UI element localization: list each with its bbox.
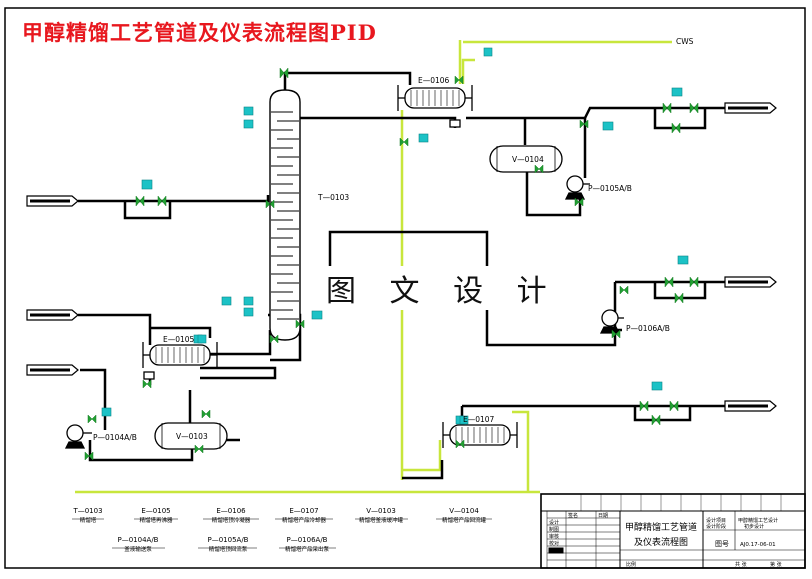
equip-list-name: 精馏塔再沸器 <box>139 516 173 524</box>
pump-p0104 <box>64 424 92 449</box>
exchanger-e0105 <box>142 342 218 380</box>
pump-p0106 <box>599 309 624 334</box>
equip-list-tag: V—0103 <box>366 507 396 515</box>
equip-list-name: 精馏塔产品冷却器 <box>282 516 327 524</box>
equip-list-tag: P—0104A/B <box>118 536 159 544</box>
equip-list-name: 釜液输送泵 <box>124 545 152 553</box>
tb-bottom-label: 共 张 <box>735 561 747 568</box>
tb-left-label: 校对 <box>549 540 559 547</box>
exchanger-e0106 <box>397 85 473 128</box>
drawing-title: 甲醇精馏工艺管道及仪表流程图PID <box>22 20 377 45</box>
tag-v0104: V—0104 <box>512 155 544 164</box>
tag-p0106: P—0106A/B <box>626 324 670 333</box>
tb-header-label: 签名 <box>568 512 578 519</box>
exchanger-e0107 <box>442 422 518 448</box>
equip-list-name: 精馏塔顶冷凝器 <box>212 516 251 524</box>
tb-title-line2: 及仪表流程图 <box>634 536 688 548</box>
equip-list-tag: E—0107 <box>289 507 318 515</box>
drawing-border <box>4 7 806 569</box>
tb-header-label: 日期 <box>598 513 608 519</box>
equip-list-tag: E—0105 <box>141 507 170 515</box>
tb-right-mid-value: 初步设计 <box>744 523 764 530</box>
drum-v0103 <box>154 422 228 450</box>
equip-list-tag: P—0106A/B <box>287 536 328 544</box>
tag-p0105: P—0105A/B <box>588 184 632 193</box>
tag-e0106: E—0106 <box>418 76 450 85</box>
drum-v0104 <box>489 145 563 173</box>
equip-list-name: 精馏塔产品回流罐 <box>442 516 487 524</box>
tb-left-label: 制图 <box>549 526 559 533</box>
tb-bottom-label: 第 张 <box>770 561 782 568</box>
off-page-connectors <box>26 102 777 412</box>
tb-right-top-value: 甲醇精馏工艺设计 <box>738 517 778 524</box>
tb-right-mid-label: 设计阶段 <box>706 523 726 530</box>
tag-p0104: P—0104A/B <box>93 433 137 442</box>
pump-p0105 <box>564 175 590 200</box>
valves <box>84 67 699 461</box>
instrument-tags <box>101 47 689 425</box>
distillation-column-t0103 <box>269 89 301 341</box>
title-block <box>540 493 806 569</box>
equip-list-name: 精馏塔 <box>80 516 97 524</box>
tb-bottom-label: 比例 <box>626 561 636 568</box>
tb-right-top-label: 设计项目 <box>706 517 726 524</box>
tb-drawing-no-label: 图号 <box>715 540 729 548</box>
tag-t0103: T—0103 <box>317 193 349 202</box>
equip-list-name: 精馏塔顶回流泵 <box>209 545 248 553</box>
tb-left-label: 审核 <box>549 533 559 540</box>
cws-label: CWS <box>676 37 694 46</box>
watermark-text: 图 文 设 计 <box>322 266 563 310</box>
equip-list-tag: T—0103 <box>72 507 102 515</box>
tag-v0103: V—0103 <box>176 432 208 441</box>
equip-list-tag: E—0106 <box>216 507 246 515</box>
tag-e0105: E—0105 <box>163 335 195 344</box>
equip-list-tag: P—0105A/B <box>208 536 249 544</box>
equipment-list-underlines <box>72 518 492 549</box>
tb-title-line1: 甲醇精馏工艺管道 <box>625 521 697 533</box>
equip-list-tag: V—0104 <box>449 507 479 515</box>
tb-left-label: 设计 <box>549 519 559 526</box>
tb-drawing-no: AJ0.17-06-01 <box>740 542 776 548</box>
equip-list-name: 精馏塔产品采出泵 <box>285 545 330 553</box>
equip-list-name: 精馏塔釜液缓冲罐 <box>359 516 404 524</box>
tag-e0107: E—0107 <box>463 415 495 424</box>
